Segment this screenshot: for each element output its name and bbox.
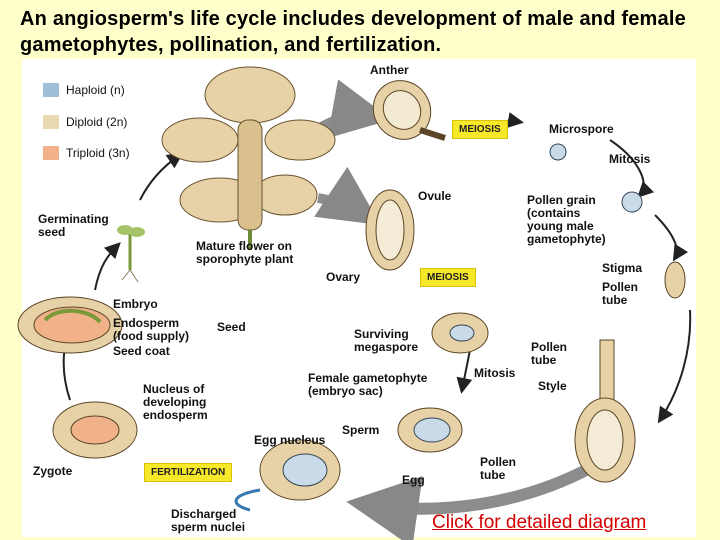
label-egg: Egg [402, 473, 425, 487]
legend-triploid-label: Triploid (3n) [66, 146, 130, 160]
legend-haploid-swatch [43, 83, 59, 97]
slide-title: An angiosperm's life cycle includes deve… [20, 8, 686, 56]
label-mature-flower: Mature flower on sporophyte plant [196, 239, 294, 266]
label-female-gametophyte: Female gametophyte (embryo sac) [308, 371, 428, 398]
label-surviving-megaspore: Surviving megaspore [354, 327, 419, 354]
label-egg-nucleus: Egg nucleus [254, 433, 326, 447]
zygote-illustration [52, 401, 138, 459]
label-germinating-seed: Germinating seed [38, 212, 109, 239]
label-ovule: Ovule [418, 189, 452, 203]
label-pollen-grain: Pollen grain (contains young male gameto… [527, 193, 606, 246]
label-pollen-tube-2: Pollen tube [531, 340, 568, 367]
label-nucleus-endosperm: Nucleus of developing endosperm [143, 382, 208, 422]
grey-arrow-bottom-return [346, 462, 593, 540]
label-pollen-tube-1: Pollen tube [602, 280, 639, 307]
legend-triploid-swatch [43, 146, 59, 160]
legend-diploid-swatch [43, 115, 59, 129]
legend-haploid-label: Haploid (n) [66, 83, 125, 97]
label-endosperm: Endosperm (food supply) [113, 316, 189, 343]
arrow-megaspore-to-gametophyte [456, 349, 473, 394]
pollen-grain-cell [621, 191, 643, 213]
label-discharged-sperm: Discharged sperm nuclei [171, 507, 246, 534]
label-mitosis-1: Mitosis [609, 152, 651, 166]
label-seed: Seed [217, 320, 246, 334]
arrow-anther-to-meiosis [506, 112, 524, 128]
label-mitosis-2: Mitosis [474, 366, 516, 380]
label-seed-coat: Seed coat [113, 344, 170, 358]
label-pollen-tube-3: Pollen tube [480, 455, 517, 482]
tag-meiosis-2: MEIOSIS [420, 268, 476, 287]
detailed-diagram-link[interactable]: Click for detailed diagram [432, 512, 647, 533]
ovule-illustration [365, 189, 415, 271]
label-microspore: Microspore [549, 122, 614, 136]
anther-illustration [372, 80, 446, 141]
label-zygote: Zygote [33, 464, 73, 478]
label-ovary: Ovary [326, 270, 361, 284]
label-sperm: Sperm [342, 423, 380, 437]
arrow-pollen-to-stigma [654, 214, 689, 262]
label-anther: Anther [370, 63, 409, 77]
seed-illustration [17, 296, 123, 354]
microspore-cell [549, 143, 567, 161]
tag-fertilization: FERTILIZATION [144, 463, 233, 482]
megaspore-illustration [431, 312, 489, 354]
fertilization-ovule-illustration [234, 439, 341, 512]
female-gametophyte-illustration [397, 407, 463, 453]
pistil-illustration [574, 261, 686, 483]
arrow-down-right [657, 309, 692, 424]
legend-diploid-label: Diploid (2n) [66, 115, 128, 129]
germinating-seed-illustration [117, 225, 145, 283]
label-stigma: Stigma [602, 261, 643, 275]
arrow-germinating-to-flower [139, 152, 184, 201]
mature-flower-illustration [161, 66, 336, 250]
arrow-seed-to-germinating [94, 242, 121, 291]
grey-arrow-flower-to-ovule [314, 166, 381, 226]
arrow-microspore-to-pollen [609, 139, 655, 198]
label-embryo: Embryo [113, 297, 158, 311]
label-style: Style [538, 379, 567, 393]
tag-meiosis-1: MEIOSIS [452, 120, 508, 139]
